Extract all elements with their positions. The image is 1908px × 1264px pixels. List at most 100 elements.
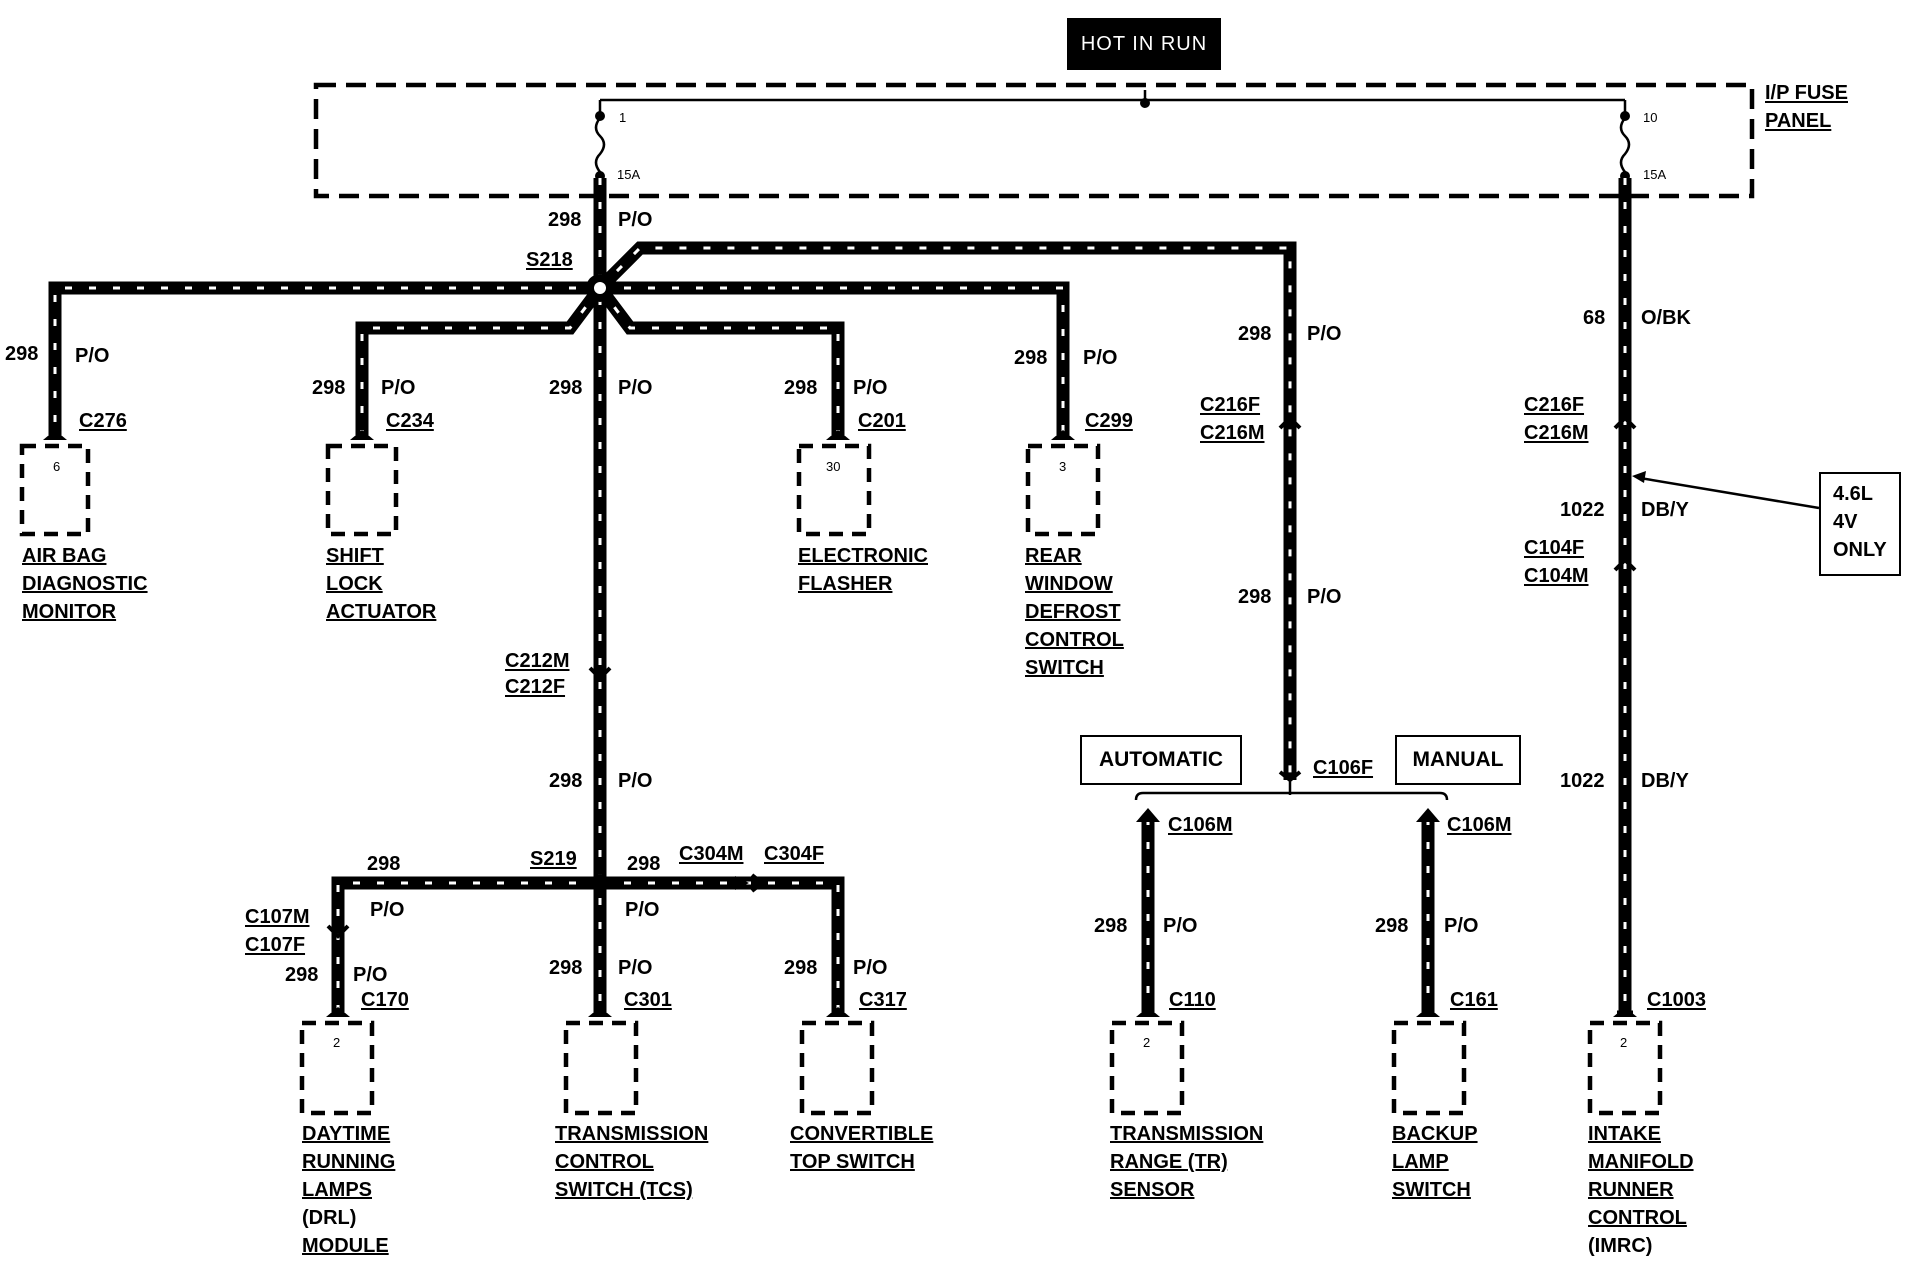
circuit-number-tcs: 298: [549, 957, 583, 979]
component-name-line: RUNNER: [1588, 1179, 1674, 1201]
connector-c234: C234: [386, 410, 434, 432]
component-name-line: TRANSMISSION: [1110, 1123, 1264, 1145]
connector-c201: C201: [858, 410, 906, 432]
circuit-color-fuse-output: P/O: [618, 209, 653, 231]
component-transmission-control-switch: TRANSMISSION CONTROL SWITCH (TCS): [555, 1120, 708, 1204]
splice-s219-label: S219: [530, 848, 577, 870]
connector-c104m: C104M: [1524, 565, 1589, 587]
splice-s219-dot: [591, 874, 609, 892]
fuse-right-number: 10: [1643, 110, 1658, 125]
component-name-line: CONVERTIBLE: [790, 1123, 934, 1145]
component-name-line: ELECTRONIC: [798, 545, 928, 567]
circuit-color-tcs-branch: P/O: [625, 899, 660, 921]
component-name-line: DEFROST: [1025, 601, 1121, 623]
component-name-line: SWITCH: [1392, 1179, 1471, 1201]
circuit-number-imrc-upper: 68: [1583, 307, 1606, 329]
component-name-line: SENSOR: [1110, 1179, 1195, 1201]
component-name-line: (DRL): [302, 1207, 357, 1229]
connector-c107m: C107M: [245, 906, 310, 928]
circuit-number-c216-upper: 298: [1238, 323, 1272, 345]
fuse-panel-name-line1: I/P FUSE: [1765, 82, 1848, 104]
connector-c216f-imrc: C216F: [1524, 394, 1585, 416]
connector-c299: C299: [1085, 410, 1133, 432]
circuit-number-convertible-branch: 298: [627, 853, 661, 875]
circuit-number-backup: 298: [1375, 915, 1409, 937]
component-name-line: LAMP: [1392, 1151, 1449, 1173]
fuse-right-top-dot: [1620, 111, 1630, 121]
circuit-number-tr-sensor: 298: [1094, 915, 1128, 937]
circuit-number-c216-lower: 298: [1238, 586, 1272, 608]
component-drl-module: DAYTIME RUNNING LAMPS (DRL) MODULE: [302, 1120, 395, 1260]
connector-c216m-imrc: C216M: [1524, 422, 1589, 444]
component-air-bag-diagnostic-monitor: AIR BAG DIAGNOSTIC MONITOR: [22, 542, 148, 626]
circuit-color-c216-lower: P/O: [1307, 586, 1342, 608]
component-name-line: CONTROL: [1588, 1207, 1687, 1229]
component-name-line: DAYTIME: [302, 1123, 391, 1145]
engine-note: 4.6L 4V ONLY: [1819, 472, 1901, 576]
component-shift-lock-actuator: SHIFT LOCK ACTUATOR: [326, 542, 436, 626]
automatic-option-label: AUTOMATIC: [1080, 735, 1242, 785]
circuit-color-air-bag: P/O: [75, 345, 110, 367]
connector-c161: C161: [1450, 989, 1498, 1011]
pin-imrc: 2: [1620, 1035, 1628, 1050]
component-name-line: AIR BAG: [22, 545, 107, 567]
connector-c216f: C216F: [1200, 394, 1261, 416]
fuse-left-top-dot: [595, 111, 605, 121]
component-name-line: MONITOR: [22, 601, 117, 623]
circuit-color-flasher: P/O: [853, 377, 888, 399]
circuit-number-main-trunk: 298: [549, 377, 583, 399]
component-name-line: CONTROL: [1025, 629, 1124, 651]
circuit-color-main-lower: P/O: [618, 770, 653, 792]
component-name-line: LOCK: [326, 573, 383, 595]
circuit-number-shift-lock: 298: [312, 377, 346, 399]
component-intake-manifold-runner-control: INTAKE MANIFOLD RUNNER CONTROL (IMRC): [1588, 1120, 1694, 1260]
note-leader-line: [1639, 476, 1820, 510]
circuit-number-flasher: 298: [784, 377, 818, 399]
bus-junction: [1140, 98, 1150, 108]
component-name-line: BACKUP: [1392, 1123, 1478, 1145]
component-backup-lamp-switch: BACKUP LAMP SWITCH: [1392, 1120, 1478, 1204]
pin-tr-sensor: 2: [1143, 1035, 1151, 1050]
engine-note-line3: ONLY: [1833, 539, 1887, 561]
note-leader-arrowhead: [1632, 471, 1646, 483]
connector-c304m: C304M: [679, 843, 744, 865]
connector-c106m-manual: C106M: [1447, 814, 1512, 836]
circuit-number-fuse-output: 298: [548, 209, 582, 231]
circuit-color-main-trunk: P/O: [618, 377, 653, 399]
fuse-left-number: 1: [619, 110, 627, 125]
circuit-color-imrc-lower: DB/Y: [1641, 770, 1689, 792]
c106m-manual-arrow: [1416, 808, 1440, 822]
fuse-right-rating: 15A: [1643, 167, 1667, 182]
circuit-number-main-lower: 298: [549, 770, 583, 792]
component-electronic-flasher: ELECTRONIC FLASHER: [798, 542, 928, 598]
component-name-line: TRANSMISSION: [555, 1123, 709, 1145]
pin-air-bag: 6: [53, 459, 61, 474]
connector-c301: C301: [624, 989, 672, 1011]
circuit-color-backup: P/O: [1444, 915, 1479, 937]
circuit-number-drl-branch: 298: [367, 853, 401, 875]
c106f-bracket: [1134, 780, 1449, 801]
fuse-panel-name-line2: PANEL: [1765, 110, 1832, 132]
engine-note-line2: 4V: [1833, 511, 1858, 533]
component-name-line: INTAKE: [1588, 1123, 1661, 1145]
connector-c104f: C104F: [1524, 537, 1585, 559]
fuse-panel-outline: [313, 82, 1755, 199]
circuit-color-convertible: P/O: [853, 957, 888, 979]
component-name-line: ACTUATOR: [326, 601, 437, 623]
splice-s218-center: [594, 282, 606, 294]
component-transmission-range-sensor: TRANSMISSION RANGE (TR) SENSOR: [1110, 1120, 1263, 1204]
component-name-line: RUNNING: [302, 1151, 396, 1173]
splice-s218-label: S218: [526, 249, 573, 271]
component-name-line: CONTROL: [555, 1151, 654, 1173]
circuit-color-drl-branch: P/O: [370, 899, 405, 921]
circuit-color-rear-defrost: P/O: [1083, 347, 1118, 369]
connector-c216m: C216M: [1200, 422, 1265, 444]
component-name-line: SHIFT: [326, 545, 384, 567]
circuit-color-tr-sensor: P/O: [1163, 915, 1198, 937]
component-name-line: (IMRC): [1588, 1235, 1653, 1257]
connector-c1003: C1003: [1647, 989, 1706, 1011]
connector-c276: C276: [79, 410, 127, 432]
component-name-line: DIAGNOSTIC: [22, 573, 148, 595]
component-name-line: RANGE (TR): [1110, 1151, 1228, 1173]
